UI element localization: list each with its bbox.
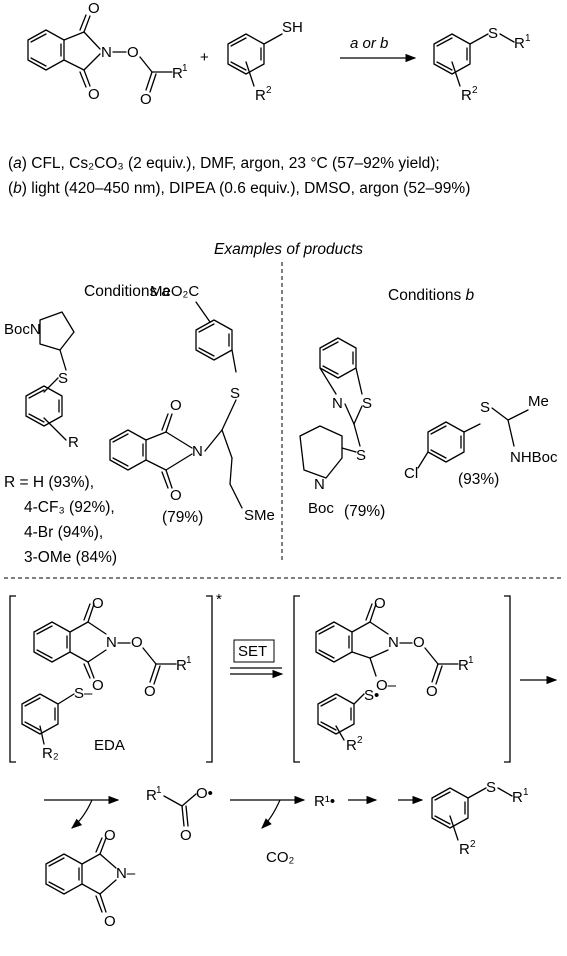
- s-radical-label: S•: [364, 687, 379, 704]
- atom-o: O: [131, 634, 143, 651]
- co2-label: CO₂: [266, 849, 295, 866]
- example-b2-structure: Cl S Me NHBoc (93%): [404, 393, 558, 488]
- examples-heading: Examples of products: [214, 241, 363, 258]
- r1-label: R: [172, 65, 183, 82]
- decarboxylation-sequence: O O N– R 1 O• O CO₂ R¹•: [44, 785, 424, 930]
- s-label: S: [486, 779, 496, 796]
- r1-label: R: [514, 35, 525, 52]
- radical-ion-pair: O O– N O O R 1 S• R 2: [293, 595, 511, 763]
- atom-o: O: [180, 827, 192, 844]
- svg-text:2: 2: [470, 839, 476, 850]
- r1-radical-label: R¹•: [314, 793, 335, 810]
- atom-n: N: [106, 634, 117, 651]
- svg-text:4-CF₃ (92%),: 4-CF₃ (92%),: [24, 499, 115, 516]
- example-a1-structure: BocN S R R = H (93%), 4-CF₃ (92%), 4-Br …: [4, 311, 117, 566]
- atom-o: O: [127, 44, 139, 61]
- conditions-a-heading: Conditions a: [84, 283, 171, 300]
- benzothiazole-s: S: [362, 395, 372, 412]
- example-a2-structure: MeO₂C S O O N SMe (79%): [109, 283, 275, 526]
- final-product: S R 1 R 2: [431, 779, 529, 858]
- atom-o: O: [88, 86, 100, 103]
- svg-text:1: 1: [525, 33, 531, 44]
- set-step: SET: [230, 639, 284, 679]
- s-label: S: [480, 399, 490, 416]
- atom-o: O: [374, 595, 386, 612]
- reactant-thiophenol: SH R 2: [227, 19, 303, 104]
- svg-text:1: 1: [186, 655, 192, 666]
- svg-text:4-Br (94%),: 4-Br (94%),: [24, 524, 103, 541]
- r2-label: R: [459, 841, 470, 858]
- boc-label: Boc: [308, 500, 334, 517]
- yield-a2: (79%): [162, 509, 203, 526]
- svg-text:3-OMe (84%): 3-OMe (84%): [24, 549, 117, 566]
- carboxyl-radical-label: O•: [196, 785, 213, 802]
- atom-n: N: [101, 44, 112, 61]
- atom-n: N: [314, 476, 325, 493]
- atom-o: O: [88, 0, 100, 17]
- s-label: S: [488, 25, 498, 42]
- eda-label: EDA: [94, 737, 125, 754]
- atom-o: O: [104, 827, 116, 844]
- svg-text:1: 1: [156, 785, 162, 796]
- s-label: S: [58, 370, 68, 387]
- set-label: SET: [238, 643, 267, 660]
- arrow-condition-label: a or b: [350, 35, 388, 52]
- cl-label: Cl: [404, 465, 418, 482]
- r1-label: R: [512, 789, 523, 806]
- atom-o: O: [140, 91, 152, 108]
- bocn-label: BocN: [4, 321, 41, 338]
- atom-o: O: [144, 683, 156, 700]
- svg-text:2: 2: [472, 85, 478, 96]
- reactant-n-acyloxyphthalimide: O O N O O R 1: [27, 0, 188, 108]
- r1-label: R: [176, 657, 187, 674]
- r1-label: R: [458, 657, 469, 674]
- yield-b1: (79%): [344, 503, 385, 520]
- r1-label: R: [146, 787, 157, 804]
- benzothiazole-n: N: [332, 395, 343, 412]
- s-label: S: [356, 447, 366, 464]
- conditions-a-line: (a) CFL, Cs₂CO₃ (2 equiv.), DMF, argon, …: [8, 155, 440, 172]
- atom-n: N: [388, 634, 399, 651]
- svg-text:2: 2: [266, 85, 272, 96]
- n-anion-label: N–: [116, 865, 136, 882]
- me-label: Me: [528, 393, 549, 410]
- eda-complex: * O O N O O R 1 S– R₂ EDA: [9, 591, 222, 763]
- s-label: S: [230, 385, 240, 402]
- example-b1-structure: N S S N Boc (79%): [299, 337, 385, 520]
- svg-text:1: 1: [468, 655, 474, 666]
- svg-text:1: 1: [182, 63, 188, 74]
- r2-label: R: [461, 87, 472, 104]
- atom-o: O: [426, 683, 438, 700]
- atom-o: O: [170, 397, 182, 414]
- nhboc-label: NHBoc: [510, 449, 558, 466]
- r2-label: R: [255, 87, 266, 104]
- r-label: R: [68, 434, 79, 451]
- atom-o: O: [170, 487, 182, 504]
- atom-o: O: [92, 677, 104, 694]
- yield-b2: (93%): [458, 471, 499, 488]
- o-anion-label: O–: [376, 677, 397, 694]
- meo2c-label: MeO₂C: [150, 283, 199, 300]
- sme-label: SMe: [244, 507, 275, 524]
- atom-n: N: [192, 443, 203, 460]
- r2-label: R₂: [42, 745, 59, 762]
- excited-state-mark: *: [216, 591, 222, 608]
- s-anion-label: S–: [74, 685, 93, 702]
- svg-text:R = H (93%),: R = H (93%),: [4, 474, 94, 491]
- conditions-b-heading: Conditions b: [388, 287, 475, 304]
- sh-label: SH: [282, 19, 303, 36]
- atom-o: O: [413, 634, 425, 651]
- plus-sign: +: [200, 49, 209, 66]
- conditions-b-line: (b) light (420–450 nm), DIPEA (0.6 equiv…: [8, 180, 470, 197]
- svg-text:2: 2: [357, 735, 363, 746]
- atom-o: O: [104, 913, 116, 930]
- atom-o: O: [92, 595, 104, 612]
- svg-text:1: 1: [523, 787, 529, 798]
- product-aryl-sulfide: S R 1 R 2: [433, 25, 531, 104]
- r2-label: R: [346, 737, 357, 754]
